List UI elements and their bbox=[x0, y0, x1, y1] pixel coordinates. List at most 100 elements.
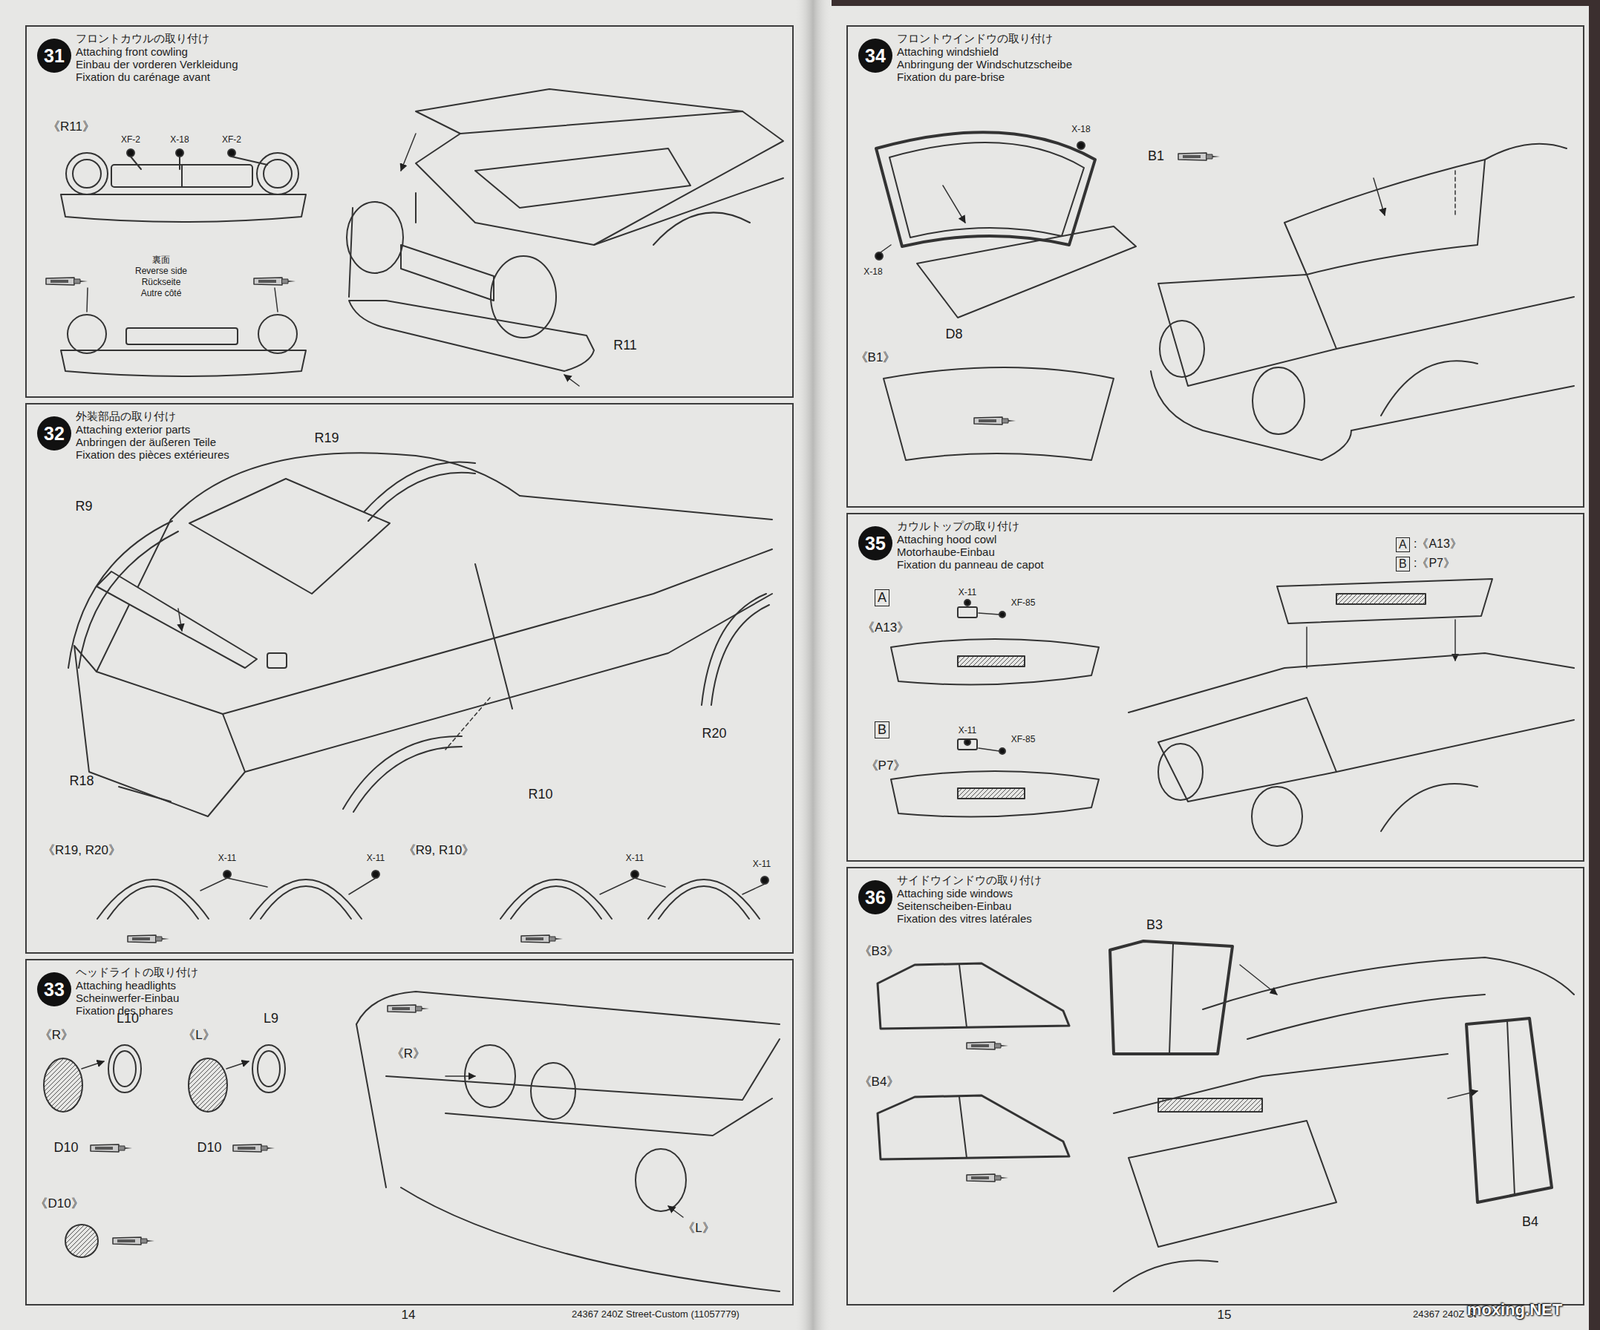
drawing-stroke bbox=[1158, 1098, 1263, 1113]
step-number-circle: 36 bbox=[858, 880, 893, 915]
drawing-stroke bbox=[178, 156, 181, 170]
step-number-circle: 32 bbox=[37, 416, 72, 451]
note: 裏面 bbox=[152, 255, 171, 266]
part-ref: 《L》 bbox=[182, 1028, 215, 1044]
glue-tube-icon bbox=[253, 277, 296, 286]
drawing-stroke bbox=[1380, 784, 1478, 832]
drawing-stroke bbox=[1169, 944, 1174, 1055]
part-name: L9 bbox=[263, 1011, 279, 1027]
glue-tube-icon bbox=[974, 417, 1016, 425]
drawing-stroke bbox=[1251, 787, 1303, 847]
step-heading: ヘッドライトの取り付けAttaching headlightsScheinwer… bbox=[75, 966, 199, 1018]
part-name: R20 bbox=[701, 726, 727, 742]
note: Reverse side bbox=[135, 266, 188, 277]
drawing-stroke bbox=[599, 878, 666, 895]
drawing-stroke bbox=[348, 300, 594, 372]
part-ref: 《R19, R20》 bbox=[42, 843, 122, 859]
paint-code: X-11 bbox=[958, 588, 977, 599]
drawing-stroke bbox=[1507, 1020, 1515, 1196]
part-ref: :《P7》 bbox=[1413, 556, 1456, 571]
drawing-stroke bbox=[1158, 274, 1337, 387]
drawing-stroke bbox=[964, 599, 971, 606]
drawing-stroke bbox=[267, 653, 287, 669]
drawing-stroke bbox=[1077, 141, 1085, 150]
car-front-with-windshield bbox=[1150, 144, 1575, 461]
footer-text: 24367 240Z Street-Custom (11057779) bbox=[571, 1309, 740, 1321]
drawing-stroke bbox=[635, 1149, 687, 1212]
step-number: 34 bbox=[864, 46, 886, 66]
drawing-stroke bbox=[245, 593, 773, 773]
glue-tube-icon bbox=[127, 935, 170, 943]
option-letter: A bbox=[1395, 537, 1410, 553]
hood-cowl-views bbox=[890, 599, 1099, 818]
drawing-stroke bbox=[1128, 653, 1575, 713]
paint-code: XF-2 bbox=[121, 135, 141, 146]
page-number: 14 bbox=[401, 1308, 416, 1324]
step-title-line: Fixation des vitres latérales bbox=[896, 912, 1042, 926]
drawing-stroke bbox=[890, 771, 1099, 818]
drawing-stroke bbox=[223, 870, 231, 879]
drawing-stroke bbox=[256, 152, 299, 195]
drawing-stroke bbox=[1247, 994, 1485, 1040]
drawing-stroke bbox=[60, 194, 306, 222]
drawing-stroke bbox=[957, 607, 978, 618]
drawing-stroke bbox=[252, 1045, 286, 1093]
drawing-stroke bbox=[1150, 371, 1352, 461]
drawing-stroke bbox=[348, 878, 376, 895]
drawing-stroke bbox=[876, 132, 1096, 247]
drawing-stroke bbox=[742, 884, 765, 895]
drawing-stroke bbox=[1466, 1018, 1552, 1203]
part-ref: 《B3》 bbox=[859, 944, 900, 960]
drawing-stroke bbox=[648, 879, 760, 920]
drawing-stroke bbox=[631, 870, 639, 879]
part-ref: 《R11》 bbox=[47, 119, 96, 135]
drawing-stroke bbox=[490, 256, 557, 338]
drawing-stroke bbox=[97, 879, 209, 920]
drawing-stroke bbox=[74, 645, 246, 817]
drawing-stroke bbox=[348, 193, 416, 297]
drawing-stroke bbox=[226, 1061, 249, 1070]
drawing-stroke bbox=[959, 1097, 967, 1159]
step-panel: ヘッドライトの取り付けAttaching headlightsScheinwer… bbox=[25, 959, 794, 1306]
drawing-stroke bbox=[81, 1061, 104, 1070]
drawing-stroke bbox=[1454, 170, 1456, 216]
step-panel: 外装部品の取り付けAttaching exterior partsAnbring… bbox=[25, 403, 794, 955]
drawing-stroke bbox=[356, 1024, 387, 1188]
step-title-line: フロントウインドウの取り付け bbox=[896, 32, 1073, 46]
front-cowl-reverse-view bbox=[46, 277, 306, 377]
step-number-circle: 33 bbox=[37, 972, 72, 1007]
drawing-stroke bbox=[126, 149, 135, 157]
step-title-line: Einbau der vorderen Verkleidung bbox=[75, 57, 238, 71]
glue-tube-icon bbox=[966, 1174, 1009, 1182]
step-title-line: Anbringen der äußeren Teile bbox=[75, 435, 230, 449]
drawing-stroke bbox=[130, 156, 142, 170]
drawing-stroke bbox=[999, 611, 1006, 618]
drawing-stroke bbox=[60, 350, 306, 377]
step-number: 33 bbox=[43, 980, 65, 1000]
drawing-stroke bbox=[1113, 1260, 1218, 1292]
step-title-line: Attaching front cowling bbox=[75, 45, 238, 58]
drawing-stroke bbox=[957, 656, 1025, 667]
part-name: R19 bbox=[314, 430, 339, 447]
drawing-stroke bbox=[1158, 743, 1203, 801]
note: Autre côté bbox=[141, 288, 182, 300]
drawing-stroke bbox=[118, 787, 171, 802]
drawing-stroke bbox=[257, 1051, 280, 1087]
step-number: 36 bbox=[864, 888, 886, 908]
glue-tube-icon bbox=[966, 1042, 1009, 1050]
page-edges bbox=[794, 0, 1600, 1330]
drawing-stroke bbox=[1109, 941, 1233, 1055]
drawing-stroke bbox=[1277, 579, 1493, 624]
step-number-circle: 35 bbox=[858, 526, 893, 561]
drawing-stroke bbox=[1336, 593, 1426, 605]
car-side-windows bbox=[1109, 941, 1575, 1292]
step-title-line: Fixation du carénage avant bbox=[75, 70, 238, 84]
paint-code: X-18 bbox=[863, 267, 883, 278]
step-panel: カウルトップの取り付けAttaching hood cowlMotorhaube… bbox=[846, 513, 1585, 862]
drawing-stroke bbox=[978, 613, 1000, 615]
step-title-line: 外装部品の取り付け bbox=[75, 410, 230, 424]
step-title-line: Fixation du panneau de capot bbox=[896, 558, 1044, 571]
step-title-line: Attaching headlights bbox=[75, 979, 199, 992]
step-title-line: カウルトップの取り付け bbox=[896, 520, 1044, 534]
drawing-stroke bbox=[875, 252, 883, 260]
